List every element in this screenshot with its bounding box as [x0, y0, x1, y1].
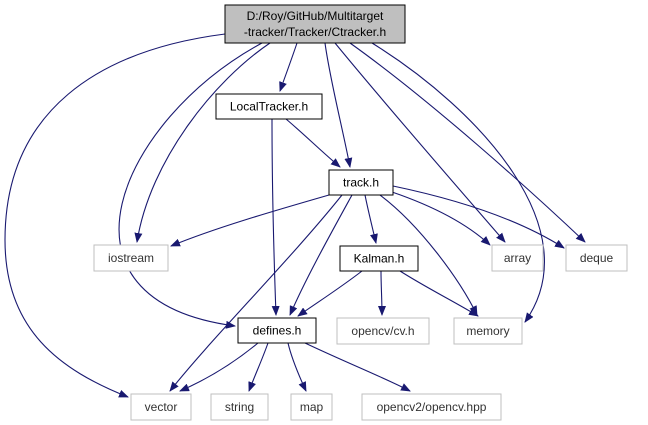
node-box-track [328, 169, 394, 196]
node-label-ctracker-line-2: -tracker/Tracker/Ctracker.h [244, 25, 386, 39]
node-label-kalman: Kalman.h [354, 252, 405, 266]
node-box-ctracker [224, 4, 406, 44]
node-label-opencv_cv: opencv/cv.h [351, 324, 414, 338]
node-track[interactable]: track.h [328, 169, 394, 196]
node-box-vector [130, 393, 192, 421]
node-box-array [491, 244, 544, 272]
edge-track-to-iostream [170, 194, 330, 247]
node-box-opencv_cv [336, 317, 430, 345]
edge-defines-to-vector [179, 342, 259, 392]
node-label-deque: deque [580, 251, 614, 265]
node-label-map: map [300, 400, 324, 414]
node-box-localtracker [215, 93, 323, 120]
node-string: string [210, 393, 269, 421]
node-opencv2: opencv2/opencv.hpp [361, 393, 502, 421]
node-box-defines [237, 317, 317, 344]
edge-localtracker-to-track [285, 118, 341, 168]
edge-localtracker-to-defines [271, 118, 280, 316]
edge-ctracker-to-array [334, 42, 506, 243]
edge-ctracker-to-iostream [134, 42, 271, 243]
node-deque: deque [565, 244, 628, 272]
edge-defines-to-opencv2 [304, 342, 411, 392]
node-box-opencv2 [361, 393, 502, 421]
node-kalman[interactable]: Kalman.h [339, 245, 419, 272]
node-box-iostream [93, 244, 169, 272]
node-memory: memory [453, 317, 523, 345]
node-localtracker[interactable]: LocalTracker.h [215, 93, 323, 120]
edges-layer [4, 33, 586, 398]
node-label-defines: defines.h [253, 324, 302, 338]
edge-defines-to-string [248, 342, 269, 392]
node-label-iostream: iostream [108, 251, 154, 265]
edge-kalman-to-opencv_cv [377, 270, 386, 316]
node-label-memory: memory [466, 324, 509, 338]
node-label-opencv2: opencv2/opencv.hpp [377, 400, 487, 414]
node-label-track: track.h [343, 176, 379, 190]
edge-track-to-defines [289, 194, 353, 316]
node-opencv_cv: opencv/cv.h [336, 317, 430, 345]
edge-ctracker-to-track [324, 42, 353, 168]
node-label-vector: vector [145, 400, 178, 414]
edge-track-to-vector [169, 194, 343, 392]
node-label-ctracker-line-1: D:/Roy/GitHub/Multitarget [247, 9, 384, 23]
node-iostream: iostream [93, 244, 169, 272]
node-box-map [290, 393, 333, 421]
node-label-localtracker: LocalTracker.h [230, 100, 308, 114]
edge-ctracker-to-memory [371, 42, 545, 323]
node-box-memory [453, 317, 523, 345]
edge-ctracker-to-deque [349, 42, 586, 243]
edge-ctracker-to-defines [118, 42, 263, 329]
node-array: array [491, 244, 544, 272]
edge-ctracker-to-vector [4, 33, 226, 398]
node-box-kalman [339, 245, 419, 272]
edge-ctracker-to-localtracker [279, 42, 298, 92]
edge-kalman-to-memory [399, 270, 479, 317]
nodes-layer: D:/Roy/GitHub/Multitarget -tracker/Tracke… [93, 4, 628, 421]
node-label-array: array [504, 251, 531, 265]
node-vector: vector [130, 393, 192, 421]
edge-track-to-memory [379, 194, 478, 316]
node-box-string [210, 393, 269, 421]
edge-track-to-kalman [364, 194, 378, 244]
edge-track-to-array [391, 191, 491, 246]
edge-kalman-to-defines [297, 270, 363, 317]
node-defines[interactable]: defines.h [237, 317, 317, 344]
edge-track-to-deque [392, 185, 565, 249]
node-ctracker[interactable]: D:/Roy/GitHub/Multitarget -tracker/Tracke… [224, 4, 406, 44]
node-box-deque [565, 244, 628, 272]
node-label-string: string [225, 400, 254, 414]
node-map: map [290, 393, 333, 421]
edge-defines-to-map [287, 342, 307, 392]
